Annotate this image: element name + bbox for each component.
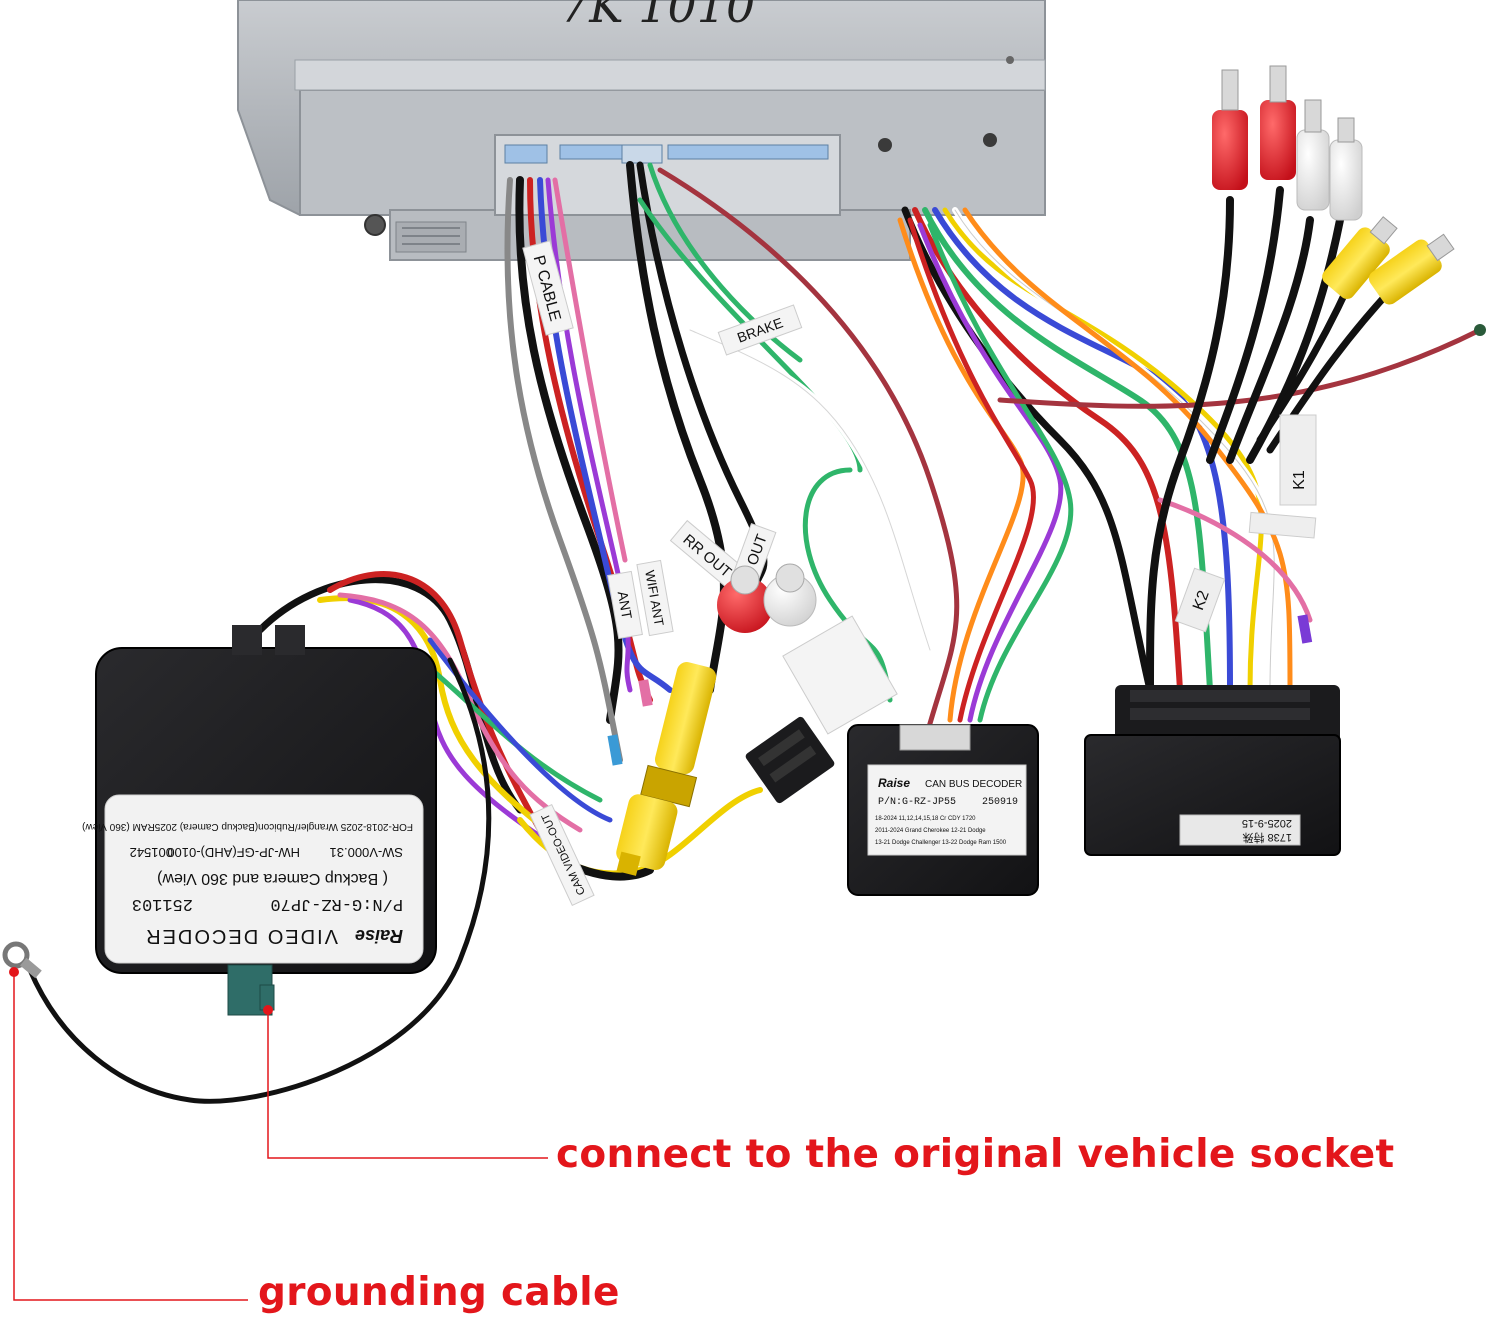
- tag-k1: K1: [1291, 470, 1308, 490]
- head-unit: 7K 1010: [237, 0, 1046, 261]
- rca-white-plug-1: [1296, 99, 1330, 211]
- wire-tags: P CABLE BRAKE RR OUT RL OUT ANT WIFI ANT…: [522, 240, 1317, 735]
- ground-leader-line: [13, 972, 248, 1301]
- callout-vehicle-socket: connect to the original vehicle socket: [556, 1132, 1395, 1177]
- video-decoder-sw: SW-V000.31: [330, 845, 403, 860]
- rca-yellow-plug-1: [1322, 216, 1398, 299]
- harness-label-top: 1738 特殊: [1242, 831, 1292, 845]
- can-decoder-fine-print-3: 13-21 Dodge Challenger 13-22 Dodge Ram 1…: [875, 840, 1007, 846]
- can-decoder-pn: P/N:G-RZ-JP55: [878, 796, 956, 808]
- can-decoder-brand: Raise: [878, 776, 910, 790]
- video-decoder-desc: ( Backup Camera and 360 View): [157, 870, 388, 887]
- callout-leaders: [9, 967, 548, 1301]
- vehicle-harness-connector: 1738 特殊 2025-9-15: [1084, 685, 1341, 856]
- grounding-ring-terminal: [2, 941, 42, 979]
- can-decoder-date-code: 250919: [982, 797, 1018, 808]
- rca-white-rl-plug: [763, 563, 817, 627]
- video-decoder-hw: HW-JP-GF(AHD)-0100: [167, 845, 300, 860]
- rca-red-plug-1: [1212, 69, 1248, 190]
- video-decoder-pn: P/N:G-RZ-JP70: [270, 894, 403, 913]
- tag-ant: ANT: [615, 590, 636, 621]
- callout-grounding-cable: grounding cable: [258, 1270, 620, 1315]
- rca-yellow-video-plug: [616, 662, 717, 876]
- video-decoder-box: Raise VIDEO DECODER P/N:G-RZ-JP70 251103…: [82, 625, 595, 1016]
- can-decoder-fine-print-2: 2011-2024 Grand Cherokee 12-21 Dodge: [875, 828, 986, 834]
- rca-plugs: [607, 65, 1486, 876]
- can-bus-decoder-box: Raise CAN BUS DECODER P/N:G-RZ-JP55 2509…: [847, 724, 1039, 896]
- video-decoder-title: VIDEO DECODER: [144, 925, 338, 947]
- rca-yellow-plug-2: [1368, 233, 1455, 305]
- can-decoder-title: CAN BUS DECODER: [925, 779, 1022, 790]
- can-decoder-fine-print-1: 18-2024 11,12,14,15,18 Cr CDY 1720: [875, 816, 976, 822]
- video-decoder-brand: Raise: [355, 926, 403, 946]
- rca-red-plug-2: [1260, 65, 1296, 180]
- tag-k2: K2: [1190, 588, 1213, 612]
- video-decoder-date-code: 251103: [132, 894, 193, 913]
- video-decoder-fitment: FOR-2018-2025 Wrangler/Rubicon(Backup Ca…: [82, 821, 413, 832]
- socket-leader-line: [267, 1010, 548, 1159]
- rca-white-plug-2: [1329, 117, 1363, 221]
- harness-label-date: 2025-9-15: [1242, 817, 1292, 829]
- video-decoder-serial: 001542: [130, 845, 173, 860]
- rca-red-rr-plug: [717, 565, 773, 633]
- inline-connector: [745, 716, 835, 804]
- head-unit-marker-text: 7K 1010: [560, 0, 755, 33]
